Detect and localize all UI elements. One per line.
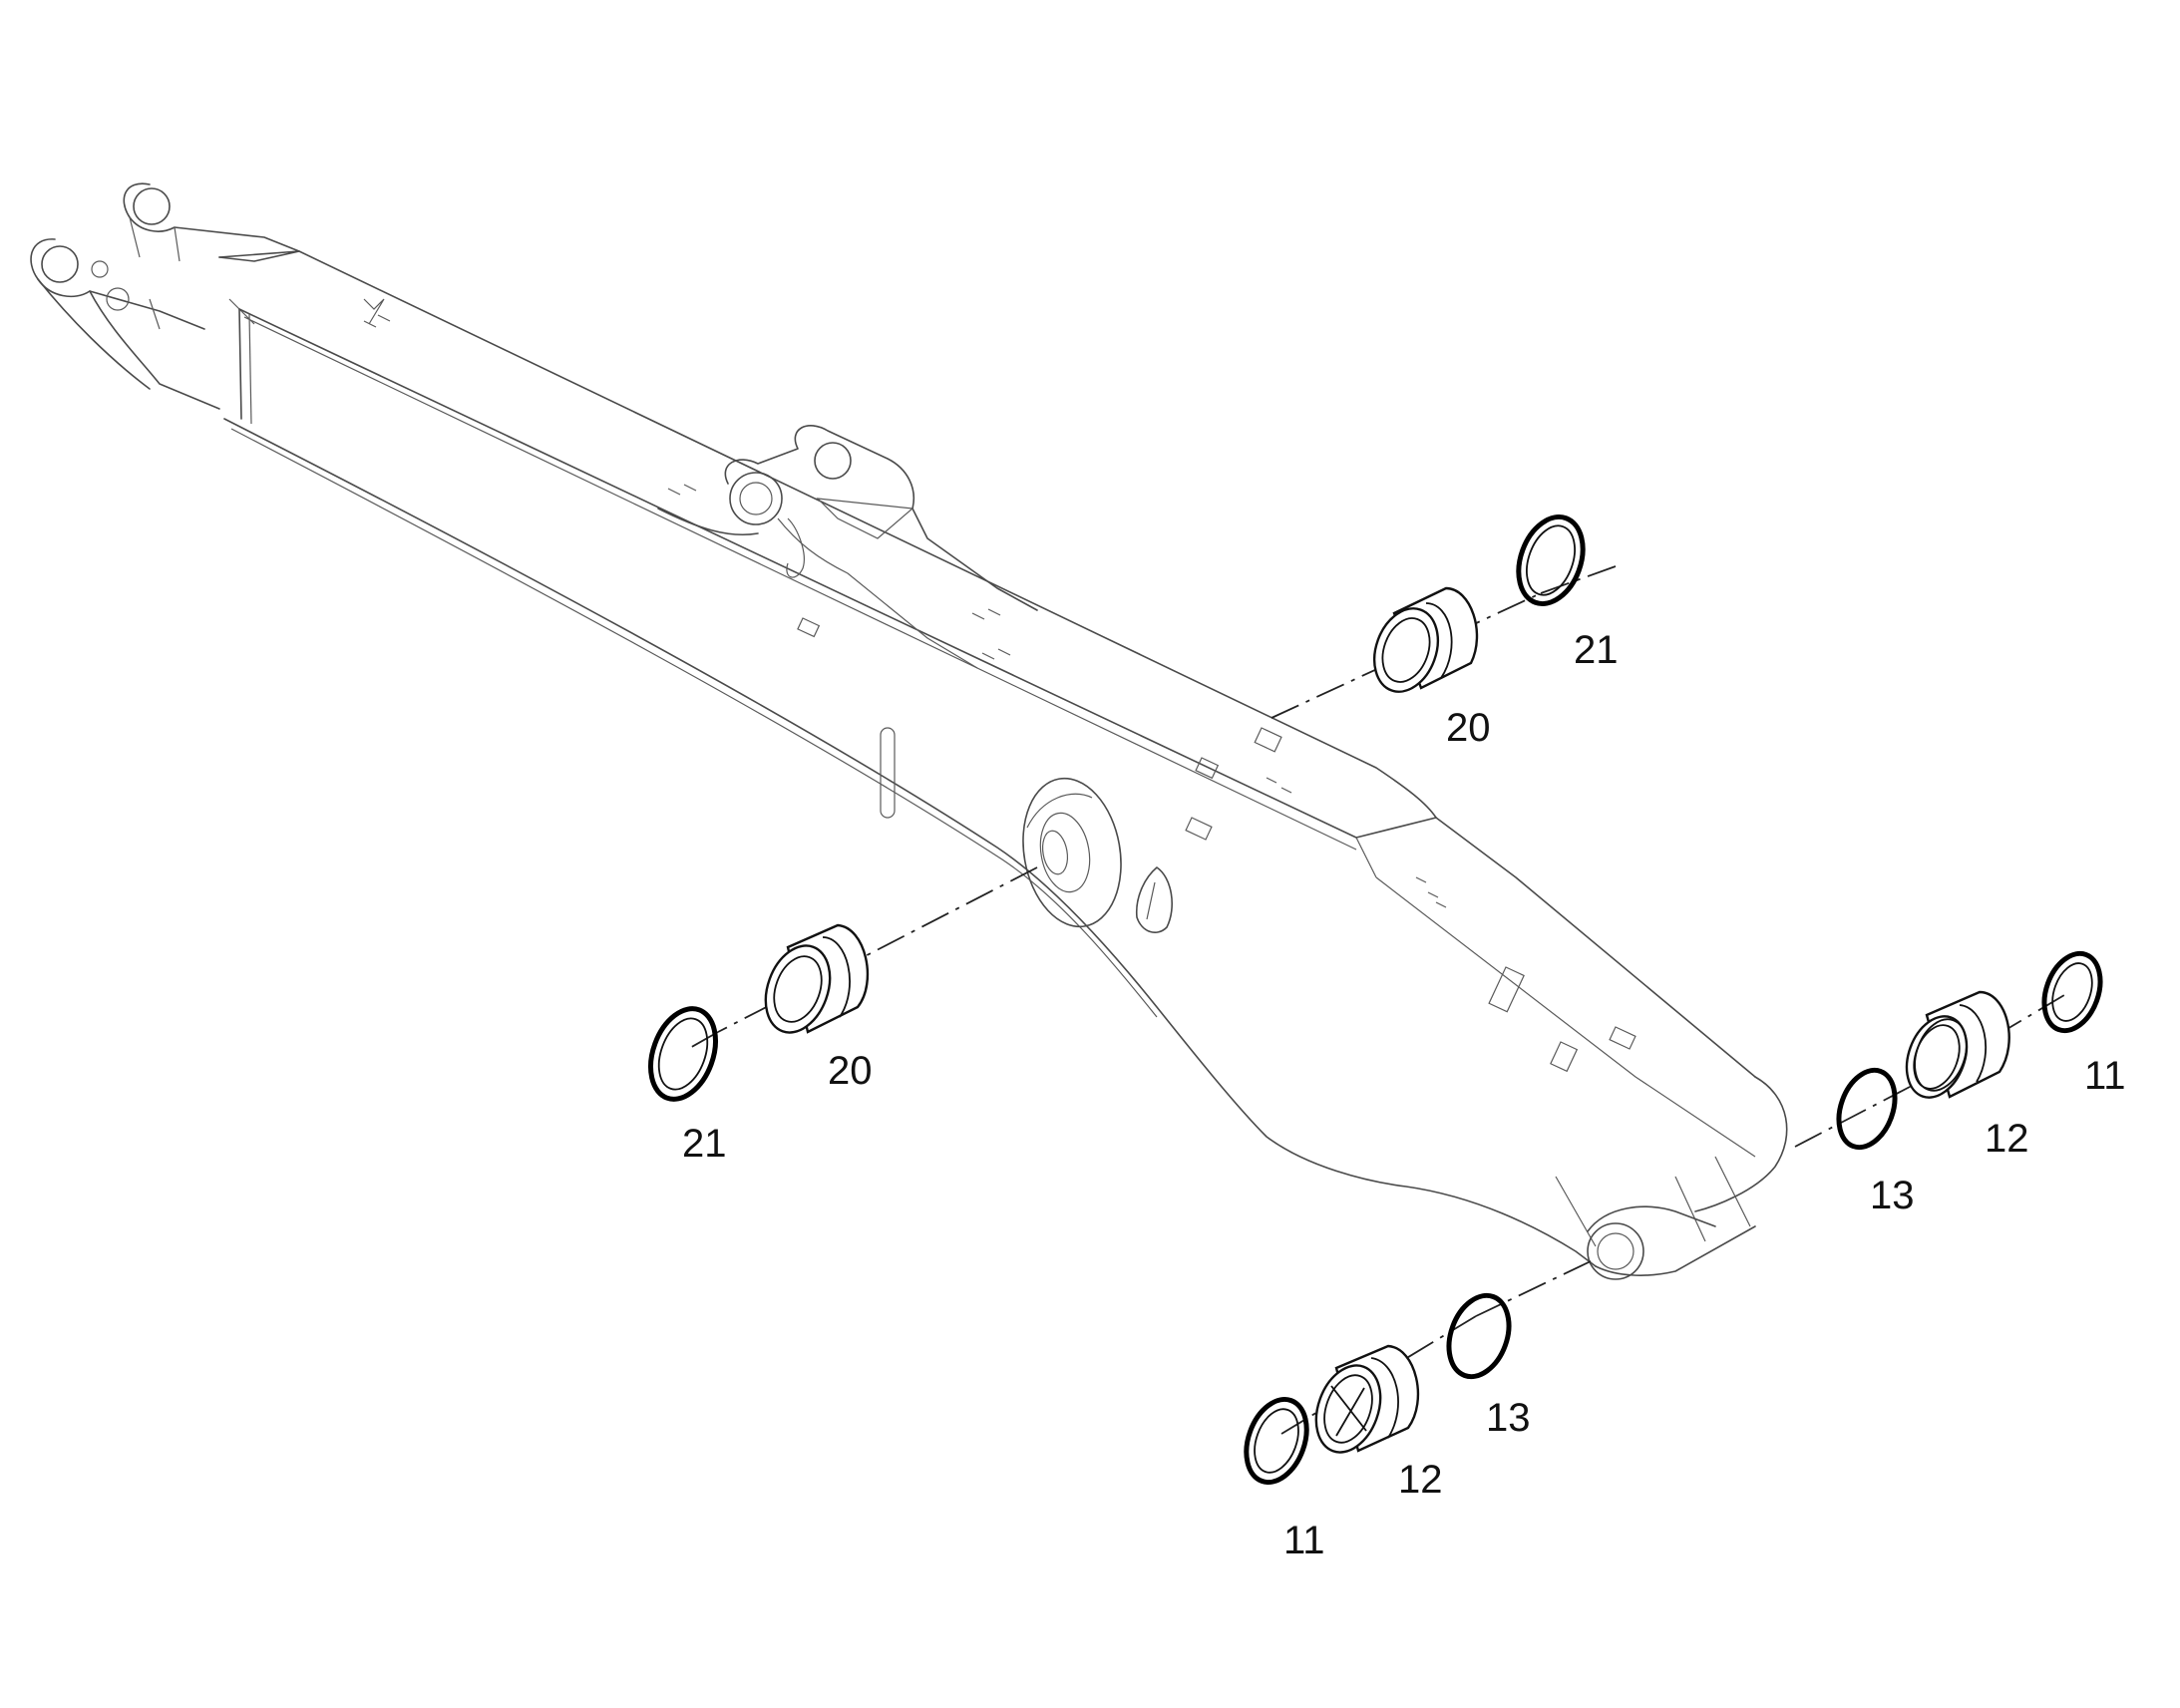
leader-lines xyxy=(687,565,2070,1435)
boom-mid-bracket xyxy=(657,425,1038,669)
callout-21-top: 21 xyxy=(1574,628,1619,672)
part-21-ring-left xyxy=(648,1006,718,1102)
part-20-bushing-top xyxy=(1373,586,1479,693)
boom-arm xyxy=(30,182,1788,1280)
callout-13-right: 13 xyxy=(1870,1174,1915,1217)
part-13-ring-bottom xyxy=(1446,1292,1512,1380)
part-21-ring-top xyxy=(1516,513,1586,607)
callout-21-left: 21 xyxy=(682,1122,727,1166)
boom-top-lugs xyxy=(30,182,300,410)
boom-gusset xyxy=(1135,866,1173,933)
callout-20-left: 20 xyxy=(828,1049,873,1093)
part-20-bushing-left xyxy=(764,923,870,1034)
callout-12-right: 12 xyxy=(1985,1117,2029,1161)
callouts: 21 20 20 21 11 12 13 13 12 11 xyxy=(682,628,2126,1562)
boom-slot xyxy=(880,727,896,819)
callout-20-top: 20 xyxy=(1446,706,1491,750)
boom-details xyxy=(363,298,1636,1073)
part-12-bushing-right xyxy=(1905,990,2010,1099)
boom-main-beam xyxy=(218,250,1788,1280)
callout-11-right: 11 xyxy=(2084,1054,2126,1098)
part-11-ring-right xyxy=(2041,950,2103,1034)
boom-pivot-boss xyxy=(1022,777,1122,928)
callout-13-bottom: 13 xyxy=(1486,1396,1531,1440)
part-11-ring-bottom xyxy=(1244,1396,1309,1486)
part-13-ring-right xyxy=(1836,1067,1898,1151)
callout-11-bottom: 11 xyxy=(1283,1519,1325,1562)
part-12-bushing-bottom xyxy=(1314,1344,1420,1454)
callout-12-bottom: 12 xyxy=(1398,1458,1443,1502)
